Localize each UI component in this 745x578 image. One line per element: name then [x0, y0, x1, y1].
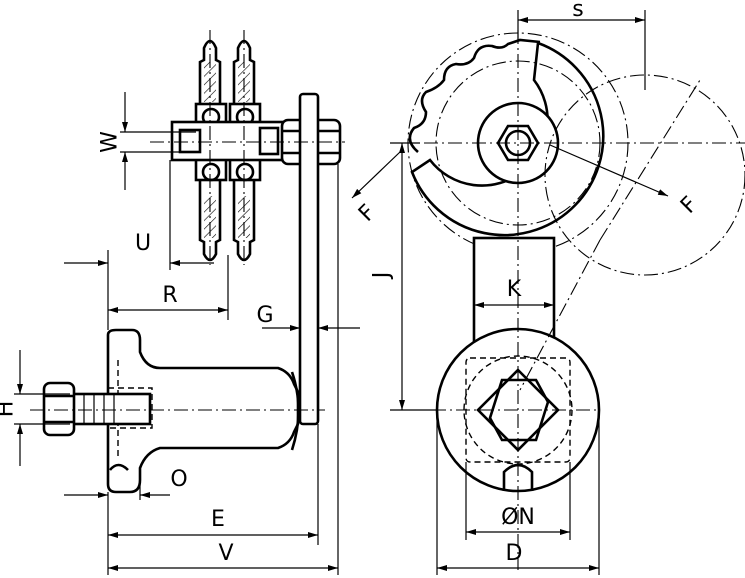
label-g: G	[256, 303, 273, 328]
label-s: s	[572, 0, 583, 22]
front-view	[400, 30, 745, 570]
label-force-right: F	[676, 192, 703, 219]
label-d: D	[506, 541, 523, 566]
label-k: K	[507, 277, 522, 302]
label-o: O	[170, 467, 187, 492]
dimensions	[14, 10, 669, 575]
label-e: E	[211, 507, 225, 532]
dimension-labels: s W U R G H O E V J K ØN D F F	[0, 0, 703, 566]
label-j: J	[370, 272, 395, 281]
label-n: ØN	[501, 505, 535, 530]
label-w: W	[98, 131, 123, 153]
label-h: H	[0, 401, 19, 418]
label-v: V	[218, 541, 233, 566]
label-force-left: F	[354, 200, 381, 227]
side-view	[30, 30, 345, 494]
label-u: U	[135, 231, 151, 256]
label-r: R	[162, 283, 177, 308]
